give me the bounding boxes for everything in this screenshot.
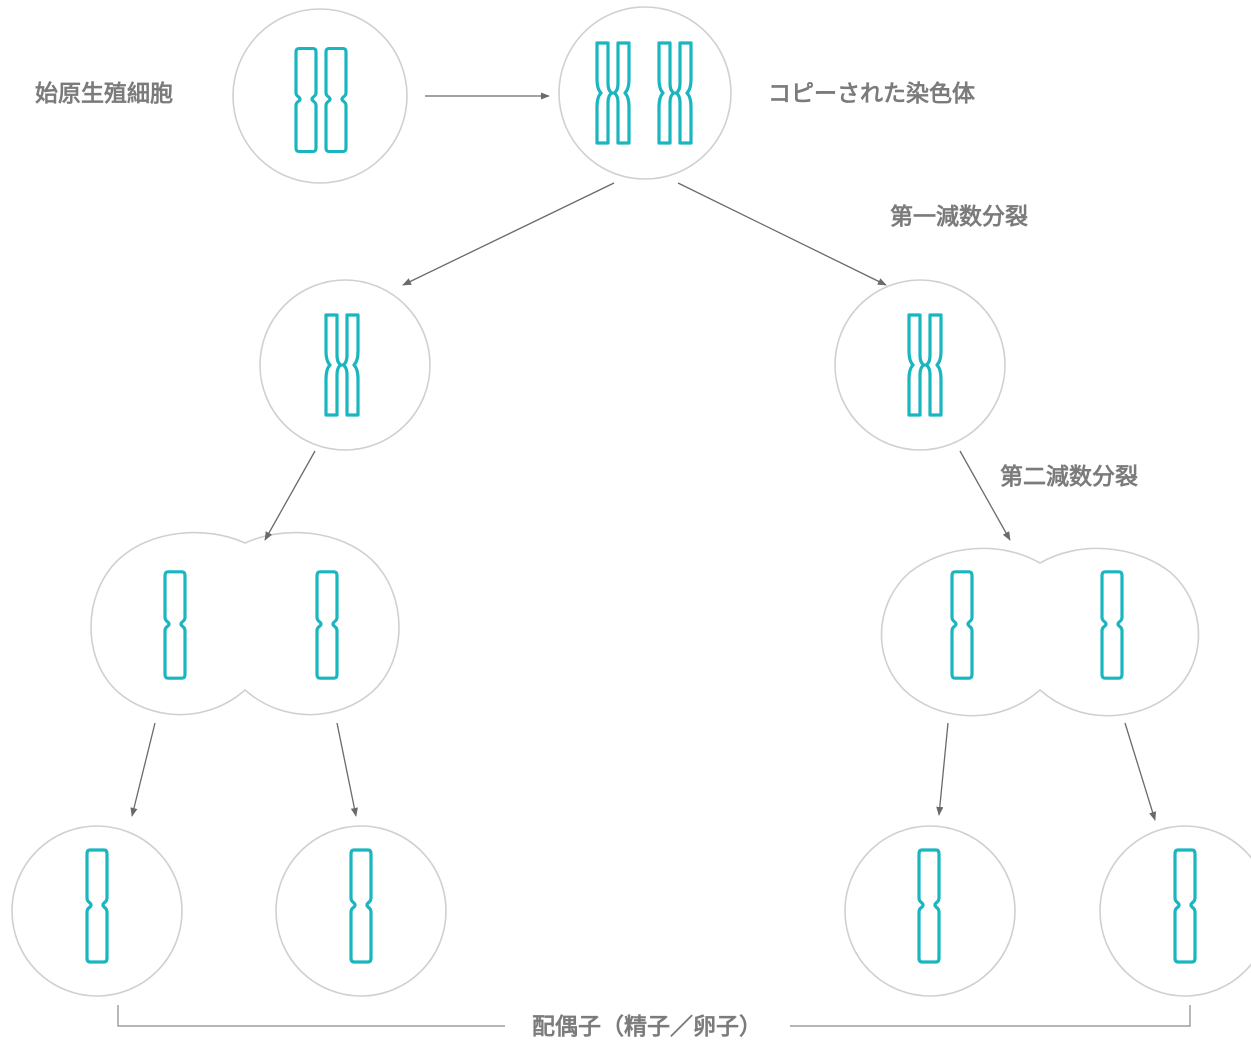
label-gametes: 配偶子（精子／卵子） [532,1013,762,1040]
gamete-bracket-left [117,1005,505,1027]
label-copied-chromosomes: コピーされた染色体 [768,80,976,107]
cell-gamete-3 [844,825,1016,997]
label-meiosis-1: 第一減数分裂 [890,203,1028,230]
cell-meiosis1-right [834,279,1006,451]
arrow-gamete-2 [336,722,358,817]
gamete-bracket-right [790,1005,1191,1027]
arrow-gamete-1 [130,722,156,817]
cell-copied [558,6,732,180]
arrow-meiosis2-right [959,450,1011,541]
cell-dividing-right [880,547,1200,717]
label-primordial-germ-cell: 始原生殖細胞 [35,80,173,107]
arrow-meiosis1-right [677,182,887,286]
arrow-gamete-4 [1124,722,1157,821]
arrow-gamete-3 [936,722,949,816]
arrow-meiosis1-left [402,182,615,286]
cell-dividing-left [90,531,400,716]
cell-gamete-1 [11,825,183,997]
arrow-meiosis2-left [264,450,316,541]
cell-primordial [232,8,408,184]
label-meiosis-2: 第二減数分裂 [1000,463,1138,490]
cell-gamete-2 [275,825,447,997]
